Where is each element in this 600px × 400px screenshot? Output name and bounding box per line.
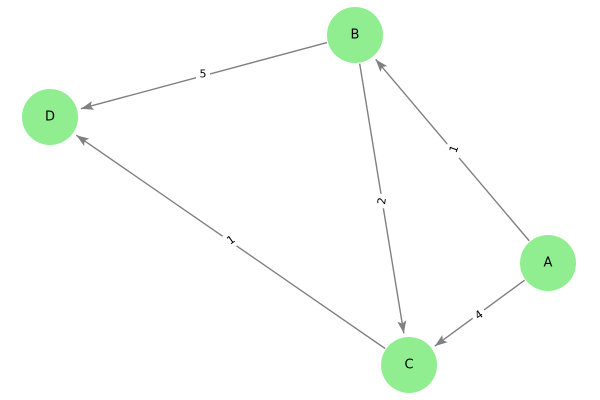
nodes-layer: A B C D [22, 7, 576, 393]
node-circle-a[interactable] [520, 235, 576, 291]
node-circle-c[interactable] [381, 337, 437, 393]
edge-label-backdrop [220, 229, 242, 251]
edges-layer [75, 41, 530, 350]
graph-node-b[interactable]: B [327, 7, 383, 63]
edge-label-group-b-c: 2 [373, 192, 391, 210]
node-circle-d[interactable] [22, 89, 78, 145]
node-circle-b[interactable] [327, 7, 383, 63]
edge-label-backdrop [444, 139, 464, 159]
graph-node-c[interactable]: C [381, 337, 437, 393]
edge-label-backdrop [468, 304, 490, 326]
edge-label-group-b-d: 5 [196, 66, 210, 82]
graph-node-d[interactable]: D [22, 89, 78, 145]
edge-label-backdrop [196, 66, 210, 82]
graph-node-a[interactable]: A [520, 235, 576, 291]
edge-label-backdrop [373, 192, 391, 210]
edge-label-group-a-b: 1 [444, 139, 464, 159]
